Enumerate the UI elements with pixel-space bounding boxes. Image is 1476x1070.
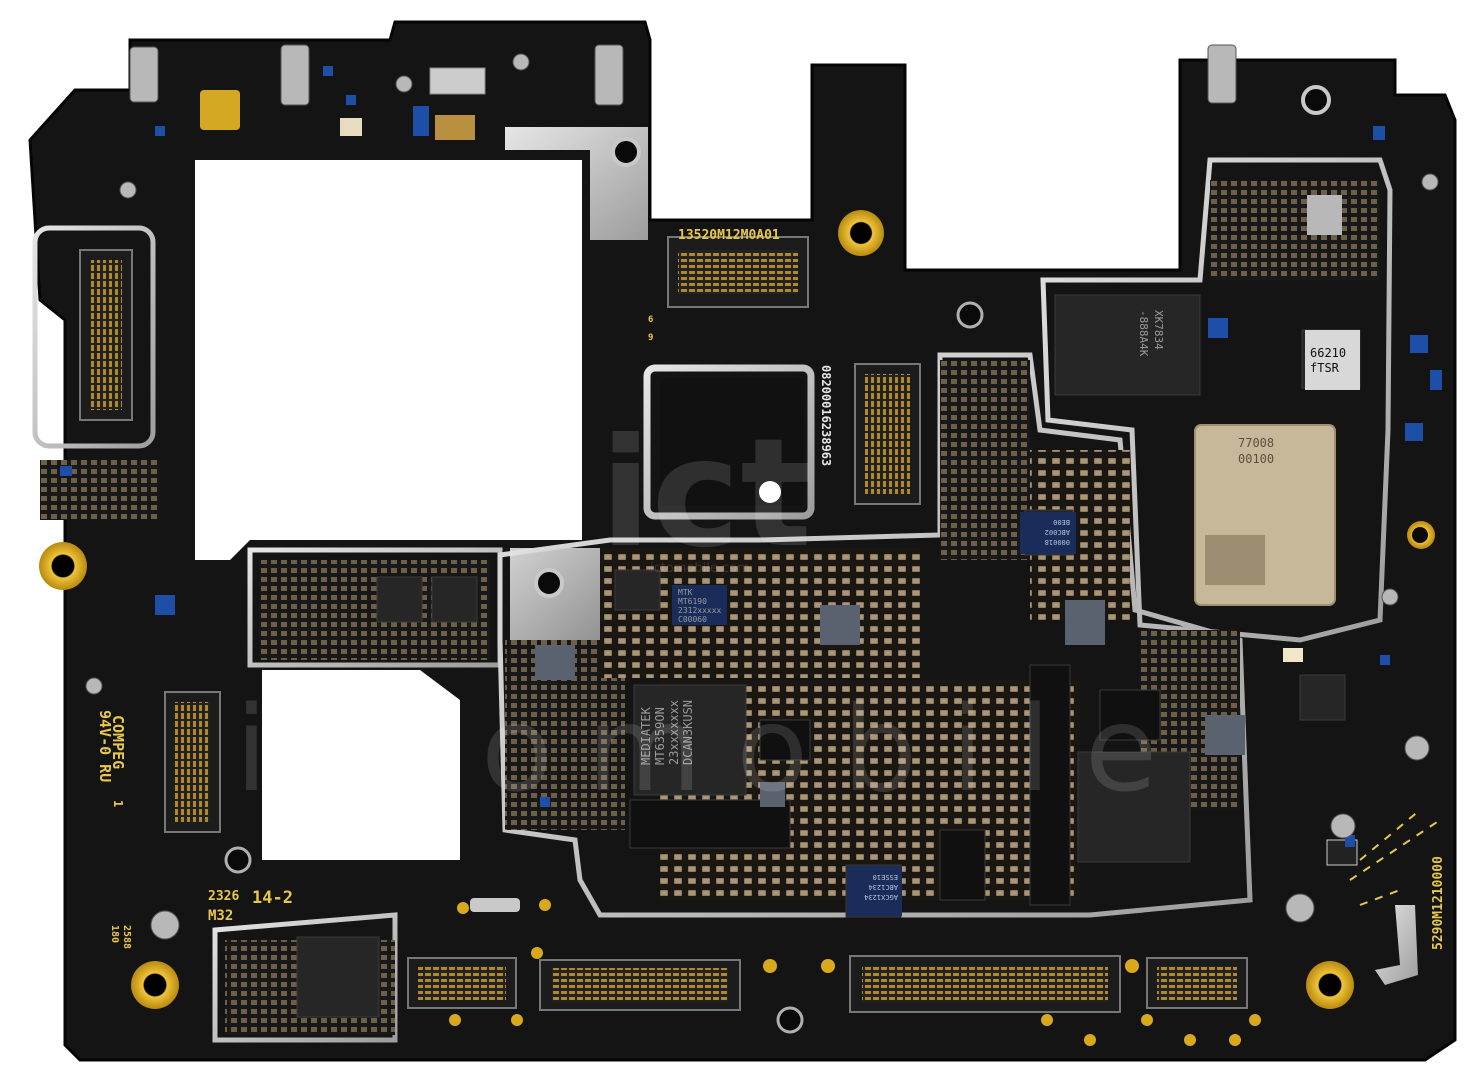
svg-text:XK7834: XK7834 (1152, 310, 1165, 350)
sensor-window (660, 378, 804, 506)
model: M32 (208, 908, 233, 924)
svg-text:ESSE10: ESSE10 (873, 873, 898, 881)
mid-ic-label: BE00 ABC002 000018 (1045, 518, 1070, 546)
svg-text:23xxxxxxx: 23xxxxxxx (667, 700, 681, 765)
sensor-hole (759, 481, 781, 503)
watermark-word: ictomobile (235, 680, 1191, 818)
silk-dashes (1349, 809, 1441, 906)
svg-text:fTSR: fTSR (1310, 361, 1340, 375)
shield-frames (32, 157, 1393, 1043)
svg-text:2312xxxxx: 2312xxxxx (678, 606, 722, 615)
mark-6: 6 (648, 315, 653, 325)
svg-text:ABC1234: ABC1234 (868, 883, 898, 891)
svg-text:66210: 66210 (1310, 346, 1346, 360)
date-code: 2326 (208, 889, 239, 904)
rf-can-qr (1205, 535, 1265, 585)
top-right-ic-label: XK7834 -888A4K (1137, 310, 1165, 357)
svg-text:ABC002: ABC002 (1045, 528, 1070, 536)
maker: COMPEG (109, 715, 127, 769)
svg-text:DCAN3KUSN: DCAN3KUSN (681, 700, 695, 765)
watermark-url: ictomobile.com (650, 561, 750, 576)
svg-text:BE00: BE00 (1053, 518, 1070, 526)
mark-9: 9 (648, 333, 653, 343)
shield-serial: 08200016238963 (819, 365, 833, 466)
mtk-small-label: MTK MT6190 2312xxxxx C00060 (678, 588, 722, 624)
gold-mounting-holes (39, 85, 1435, 1034)
revision: 14-2 (252, 888, 293, 908)
part-number-side: 5290M1210000 (1431, 856, 1446, 950)
shield-bracket-mid (510, 548, 610, 640)
svg-text:MT6359ON: MT6359ON (653, 707, 667, 765)
bottom-ic-label: ESSE10 ABC1234 AGCX1234 (864, 873, 898, 901)
connectors (79, 236, 1248, 1013)
cutout-main (195, 160, 582, 560)
svg-text:00100: 00100 (1238, 452, 1274, 466)
test-pads (449, 899, 1261, 1046)
svg-text:MEDIATEK: MEDIATEK (639, 706, 653, 765)
blue-parts (60, 66, 1442, 847)
ul-rating: 94V-0 RU (96, 710, 114, 782)
svg-text:77008: 77008 (1238, 436, 1274, 450)
svg-text:AGCX1234: AGCX1234 (864, 893, 898, 901)
lot-a: 180 (109, 925, 120, 943)
svg-text:000018: 000018 (1045, 538, 1070, 546)
svg-text:MT6190: MT6190 (678, 597, 707, 606)
cutout-lower (262, 670, 460, 860)
pmic-label: 77008 00100 (1238, 436, 1274, 466)
blue-ics (672, 512, 1076, 916)
lot-b: 2588 (121, 925, 132, 949)
part-number-top: 13520M12M0A01 (678, 228, 780, 243)
sensor-label: 66210 fTSR (1310, 346, 1346, 375)
metal-clip (1375, 905, 1418, 985)
main-soc-label: MEDIATEK MT6359ON 23xxxxxxx DCAN3KUSN (639, 700, 695, 765)
svg-text:-888A4K: -888A4K (1137, 310, 1150, 357)
watermark-logo: ict (600, 407, 812, 581)
svg-text:C00060: C00060 (678, 615, 707, 624)
maker-suffix: 1 (111, 800, 125, 807)
svg-text:MTK: MTK (678, 588, 693, 597)
antenna-connectors (85, 44, 1439, 940)
